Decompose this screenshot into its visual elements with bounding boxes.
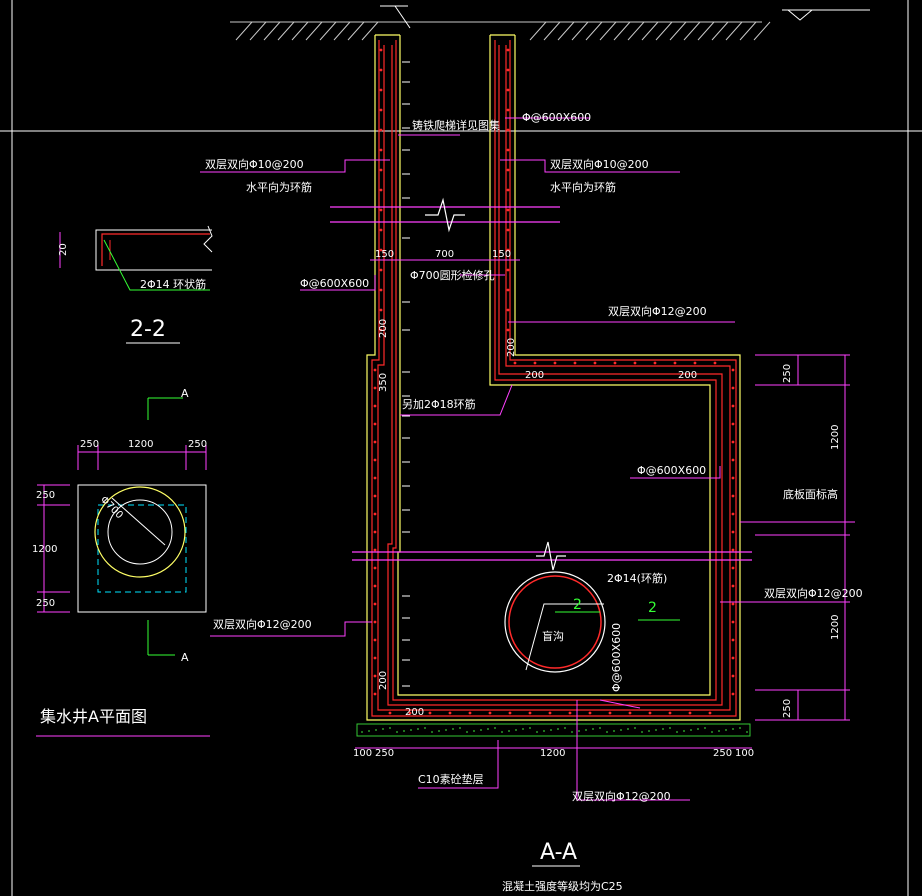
dim-700: 700 xyxy=(435,249,454,260)
dim-bottom-100-right: 100 xyxy=(735,748,754,759)
dim-bottom-250-right: 250 xyxy=(713,748,732,759)
dim-wall-1: 200 xyxy=(378,319,389,338)
plan-inner xyxy=(97,504,187,593)
plan-view: A A 250 1200 250 250 1200 250 Φ700 集水井A平… xyxy=(32,387,210,737)
section-aa: 2 2 xyxy=(200,34,863,893)
label-phi-left: Φ@600X600 xyxy=(300,277,369,290)
plan-dim-top-250-l: 250 xyxy=(80,439,99,450)
leader-lines xyxy=(200,117,855,801)
plan-dim-top-1200: 1200 xyxy=(128,439,153,450)
label-top-slab: 双层双向Φ12@200 xyxy=(608,304,707,318)
plan-title: 集水井A平面图 xyxy=(40,707,147,726)
dim-right-1200-bottom: 1200 xyxy=(830,615,841,640)
section-mark-right: 2 xyxy=(648,600,657,616)
dim-right-1200-top: 1200 xyxy=(830,425,841,450)
cushion-layer xyxy=(356,723,751,737)
dim-bottom-100-left: 100 xyxy=(353,748,372,759)
label-extra-ring: 另加2Φ18环筋 xyxy=(402,397,476,411)
plan-dim-left-250-b: 250 xyxy=(36,598,55,609)
label-pipe: 盲沟 xyxy=(542,629,564,643)
break-lines xyxy=(330,197,752,571)
plan-dim-left-250-t: 250 xyxy=(36,490,55,501)
dim-wall-6: 350 xyxy=(378,373,389,392)
label-pipe-phi: Φ@600X600 xyxy=(610,623,623,692)
section-aa-note: 混凝土强度等级均为C25 xyxy=(502,879,623,893)
label-riser-right-2: 水平向为环筋 xyxy=(550,180,616,194)
plan-mark-a-bottom: A xyxy=(181,651,189,664)
ground-level-mark xyxy=(380,5,870,29)
dim-bottom-1200: 1200 xyxy=(540,748,565,759)
plan-mark-a-top: A xyxy=(181,387,189,400)
plan-outer xyxy=(77,484,207,613)
ground-hatch xyxy=(230,21,771,41)
plan-circle-outer xyxy=(94,486,186,578)
dim-wall-2: 200 xyxy=(506,338,517,357)
dim-wall-5: 200 xyxy=(378,671,389,690)
section-mark-left: 2 xyxy=(573,597,582,613)
dim-wall-3: 200 xyxy=(525,370,544,381)
dim-right-250-bottom: 250 xyxy=(782,699,793,718)
label-hole: Φ700圆形检修孔 xyxy=(410,268,495,282)
ladder-rungs xyxy=(402,61,410,687)
section-22: 20 2Φ14 环状筋 2-2 xyxy=(58,225,213,344)
label-pipe-ring: 2Φ14(环筋) xyxy=(607,571,667,585)
cushion-fill xyxy=(361,727,748,733)
section-mark-2 xyxy=(555,611,680,621)
dimension-lines xyxy=(355,259,850,749)
sec22-rebar-label: 2Φ14 环状筋 xyxy=(140,277,206,291)
label-cushion: C10素砼垫层 xyxy=(418,772,484,786)
drain-pipe xyxy=(504,571,606,673)
label-bottom: 双层双向Φ12@200 xyxy=(572,789,671,803)
label-riser-left: 双层双向Φ10@200 xyxy=(205,157,304,171)
label-left-wall: 双层双向Φ12@200 xyxy=(213,617,312,631)
plan-dim-top-250-r: 250 xyxy=(188,439,207,450)
section-aa-title: A-A xyxy=(540,840,577,865)
rebar-dots xyxy=(373,48,735,715)
label-ladder: 铸铁爬梯详见图集 xyxy=(412,118,500,132)
dim-right-250-top: 250 xyxy=(782,364,793,383)
dim-150-right: 150 xyxy=(492,249,511,260)
label-phi-right: Φ@600X600 xyxy=(637,464,706,477)
rebar xyxy=(371,40,737,717)
sec22-title: 2-2 xyxy=(130,317,166,342)
dim-150-left: 150 xyxy=(375,249,394,260)
label-riser-left-2: 水平向为环筋 xyxy=(246,180,312,194)
plan-circle-inner xyxy=(107,499,173,565)
dim-wall-7: 200 xyxy=(405,707,424,718)
label-phi-top: Φ@600X600 xyxy=(522,111,591,124)
plan-dim-left-1200: 1200 xyxy=(32,544,57,555)
label-riser-right: 双层双向Φ10@200 xyxy=(550,157,649,171)
label-bottom-level: 底板面标高 xyxy=(783,487,838,501)
dim-wall-4: 200 xyxy=(678,370,697,381)
label-right-wall: 双层双向Φ12@200 xyxy=(764,586,863,600)
dim-bottom-250-left: 250 xyxy=(375,748,394,759)
sec22-dim: 20 xyxy=(58,243,69,256)
